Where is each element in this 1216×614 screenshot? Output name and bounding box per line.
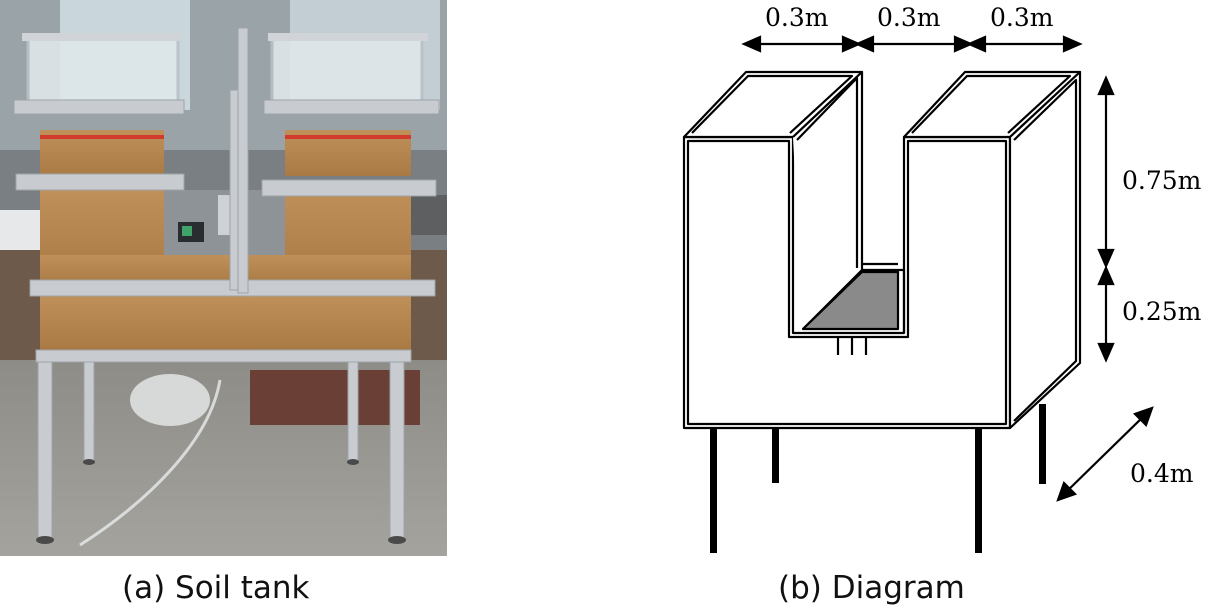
tank-legs: [710, 404, 1046, 553]
trench-floor: [801, 270, 900, 331]
inner-back-wall: [862, 268, 906, 333]
frame-feet: [36, 459, 406, 544]
drain-pipes: [836, 337, 868, 355]
right-side-face: [1008, 70, 1082, 430]
dim-label-width-middle: 0.3m: [877, 3, 941, 32]
soil-tank-photo: [0, 0, 447, 556]
water-hose: [79, 379, 222, 547]
central-gap: [164, 190, 285, 255]
caption-soil-tank: (a) Soil tank: [122, 570, 310, 606]
dim-label-width-left: 0.3m: [765, 3, 829, 32]
dim-label-width-right: 0.3m: [990, 3, 1054, 32]
dim-label-height-upper: 0.75m: [1122, 166, 1202, 195]
aluminum-frame: [13, 27, 440, 541]
soil-fill: [40, 130, 411, 350]
tank-diagram: 0.3m 0.3m 0.3m 0.75m 0.25m 0.4m: [682, 3, 1202, 553]
dim-label-height-lower: 0.25m: [1122, 297, 1202, 326]
front-face-inner: [686, 139, 1008, 426]
dim-label-depth: 0.4m: [1130, 459, 1194, 488]
upper-acrylic-boxes: [22, 33, 428, 105]
caption-diagram: (b) Diagram: [778, 570, 965, 606]
dimension-arrows: [741, 35, 1154, 502]
